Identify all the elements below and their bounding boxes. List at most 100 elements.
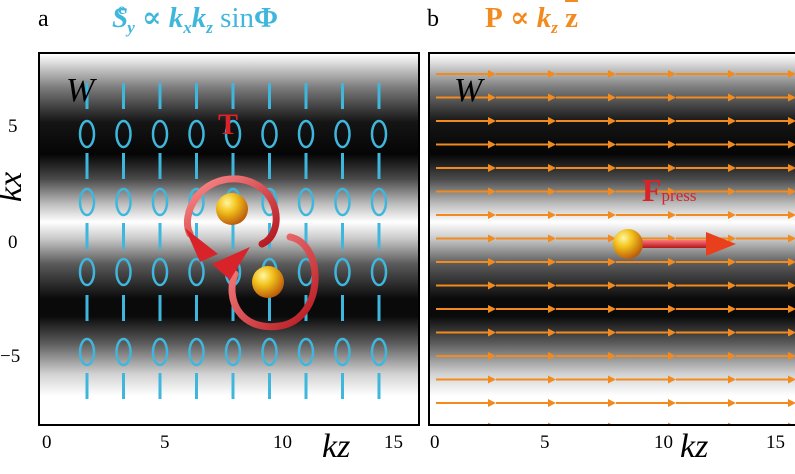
polarization-arrow-head <box>668 281 676 290</box>
polarization-arrow-head <box>488 187 496 196</box>
polarization-arrow-head <box>608 234 616 243</box>
spin-ellipse <box>78 257 96 287</box>
polarization-arrow-head <box>728 352 736 360</box>
spin-ellipse <box>224 119 242 149</box>
polarization-arrow-head <box>668 70 676 78</box>
polarization-arrow-head <box>668 305 676 313</box>
spin-ellipse <box>188 119 205 149</box>
spin-ellipse <box>151 257 169 287</box>
spin-ellipse <box>224 337 242 367</box>
panel-b-plot: W Fpress <box>428 52 795 426</box>
spin-ellipse <box>115 187 132 217</box>
polarization-arrow-head <box>608 140 616 149</box>
polarization-arrow-head <box>488 258 496 266</box>
spin-ellipse <box>261 187 278 217</box>
polarization-arrow-head <box>548 281 556 290</box>
spin-ellipse <box>151 187 169 217</box>
a-x-tick-15: 15 <box>384 432 403 453</box>
polarization-arrow-head <box>488 117 496 125</box>
panel-b-w-label: W <box>454 72 483 109</box>
a-x-tick-5: 5 <box>160 432 170 453</box>
polarization-arrow-head <box>728 140 736 149</box>
y-tick-5: 5 <box>8 116 18 137</box>
polarization-arrow-head <box>608 305 616 313</box>
polarization-arrow-head <box>548 399 556 407</box>
spin-ellipse <box>188 337 205 367</box>
polarization-arrow-head <box>668 164 676 172</box>
polarization-arrow-head <box>608 164 616 172</box>
polarization-arrow-head <box>668 187 676 196</box>
polarization-arrow-head <box>548 258 556 266</box>
polarization-arrow-head <box>788 140 795 149</box>
polarization-arrow-head <box>548 187 556 196</box>
polarization-arrow-head <box>488 352 496 360</box>
polarization-arrow-head <box>548 140 556 149</box>
torque-loop-lower <box>212 233 319 331</box>
spin-ellipse <box>115 119 132 149</box>
polarization-arrow-head <box>488 234 496 243</box>
polarization-arrow-head <box>488 375 496 384</box>
polarization-arrow-head <box>788 117 795 125</box>
polarization-arrow-head <box>488 70 496 78</box>
a-x-axis-title: kz <box>322 428 351 465</box>
polarization-arrow-head <box>728 258 736 266</box>
polarization-arrow-head <box>788 281 795 290</box>
y-axis-title: kx <box>0 171 30 203</box>
panel-a-plot: W T <box>38 52 420 426</box>
b-x-tick-10: 10 <box>654 432 673 453</box>
polarization-arrow-field <box>436 70 795 424</box>
polarization-arrow-head <box>668 328 676 337</box>
panel-a-w-label: W <box>66 72 95 109</box>
spin-ellipse <box>370 257 388 287</box>
polarization-arrow-head <box>728 328 736 337</box>
polarization-arrow-head <box>788 352 795 360</box>
polarization-arrow-head <box>788 258 795 266</box>
polarization-arrow-head <box>788 375 795 384</box>
spin-ellipse <box>297 119 315 149</box>
polarization-arrow-head <box>548 234 556 243</box>
polarization-arrow-head <box>728 117 736 125</box>
polarization-arrow-head <box>788 422 791 424</box>
spin-ellipse <box>370 337 388 367</box>
spin-ellipse <box>334 119 351 149</box>
polarization-arrow-head <box>608 258 616 266</box>
polarization-arrow-head <box>608 117 616 125</box>
polarization-arrow-head <box>488 140 496 149</box>
spin-ellipse <box>261 337 278 367</box>
polarization-arrow-head <box>668 211 676 219</box>
panel-b-letter: b <box>427 6 439 32</box>
polarization-arrow-head <box>668 117 676 125</box>
b-x-tick-15: 15 <box>766 432 785 453</box>
polarization-arrow-head <box>488 164 496 172</box>
force-label: Fpress <box>642 172 697 208</box>
polarization-arrow-head <box>608 422 611 424</box>
spin-ellipse <box>188 257 205 287</box>
polarization-arrow-head <box>788 164 795 172</box>
polarization-arrow-head <box>548 375 556 384</box>
polarization-arrow-head <box>488 422 491 424</box>
spin-texture-grid <box>78 83 388 399</box>
torque-label: T <box>218 108 239 141</box>
polarization-arrow-head <box>668 375 676 384</box>
polarization-arrow-head <box>488 328 496 337</box>
spin-ellipse <box>78 119 96 149</box>
spin-ellipse <box>370 187 388 217</box>
torque-loop-upper <box>183 175 280 262</box>
polarization-arrow-head <box>728 93 736 102</box>
sphere-lower <box>252 266 284 298</box>
b-x-tick-5: 5 <box>540 432 550 453</box>
polarization-arrow-head <box>788 234 795 243</box>
polarization-arrow-head <box>728 164 736 172</box>
spin-ellipse <box>151 337 169 367</box>
polarization-arrow-head <box>728 375 736 384</box>
spin-ellipse <box>78 337 96 367</box>
panel-b-equation: P ∝ kz z <box>485 2 578 37</box>
polarization-arrow-head <box>488 399 496 407</box>
panel-b-svg <box>436 70 795 424</box>
polarization-arrow-head <box>608 187 616 196</box>
polarization-arrow-head <box>788 93 795 102</box>
press-force-arrow <box>630 232 736 256</box>
polarization-arrow-head <box>488 305 496 313</box>
sphere-upper <box>216 193 248 225</box>
polarization-arrow-head <box>668 258 676 266</box>
